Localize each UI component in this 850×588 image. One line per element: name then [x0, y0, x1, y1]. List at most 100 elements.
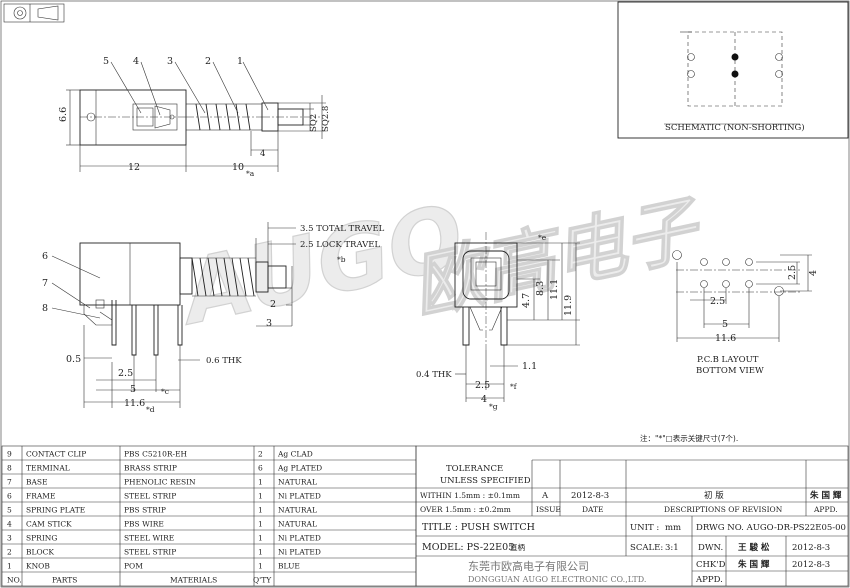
chkd-date: 2012-8-3	[792, 560, 830, 570]
dim-pitch-25: 2.5	[118, 368, 133, 379]
table-cell-part: SPRING PLATE	[26, 506, 85, 515]
callout-2: 2	[205, 56, 211, 67]
callout-8: 8	[42, 303, 48, 314]
table-cell-finish: Ni PLATED	[278, 492, 321, 501]
table-cell-qty: 6	[258, 464, 263, 473]
chkd-label: CHK'D	[696, 560, 726, 570]
table-cell-part: CAM STICK	[26, 520, 72, 529]
table-cell-material: STEEL WIRE	[124, 534, 174, 543]
dim-zero-five: 0.5	[66, 354, 81, 365]
table-cell-finish: NATURAL	[278, 520, 317, 529]
callout-5: 5	[103, 56, 109, 67]
table-cell-no: 6	[7, 492, 12, 501]
company-cn: 东莞市欧高电子有限公司	[468, 559, 589, 573]
dim-pitch-5-note: *c	[161, 387, 169, 396]
table-cell-qty: 1	[258, 478, 263, 487]
table-cell-finish: Ni PLATED	[278, 534, 321, 543]
dim-height: 6.6	[58, 107, 69, 122]
callout-6: 6	[42, 251, 48, 262]
dim-111: 11.1	[549, 279, 560, 300]
tolerance-within: WITHIN 1.5mm : ±0.1mm	[420, 491, 520, 500]
dim-note-f: *f	[510, 382, 518, 391]
dim-body: 12	[128, 162, 140, 173]
rev-appd: 朱 国 輝	[809, 490, 842, 501]
table-cell-material: STEEL STRIP	[124, 492, 176, 501]
drawing-number: DRWG NO. AUGO-DR-PS22E05-00	[696, 523, 846, 533]
table-cell-material: STEEL STRIP	[124, 548, 176, 557]
callout-7: 7	[42, 278, 48, 289]
descriptions-header: DESCRIPTIONS OF REVISION	[664, 505, 783, 514]
dim-thk04: 0.4 THK	[416, 370, 452, 380]
pcb-holes	[672, 250, 784, 296]
table-cell-finish: NATURAL	[278, 478, 317, 487]
projection-symbol-icon	[3, 3, 65, 23]
callout-4: 4	[133, 56, 139, 67]
dim-11: 1.1	[522, 361, 537, 372]
schematic-contacts	[687, 53, 783, 78]
title-text: TITLE : PUSH SWITCH	[422, 522, 535, 533]
dim-front-4: 4	[481, 394, 487, 405]
table-cell-qty: 1	[258, 520, 263, 529]
dim-47: 4.7	[521, 293, 532, 308]
table-cell-no: 4	[7, 520, 12, 529]
callout-1: 1	[237, 56, 243, 67]
table-cell-part: FRAME	[26, 492, 55, 501]
table-cell-material: PBS STRIP	[124, 506, 166, 515]
table-header-no: NO.	[7, 576, 22, 585]
table-cell-finish: NATURAL	[278, 506, 317, 515]
table-cell-no: 1	[7, 562, 12, 571]
dwn-label: DWN.	[698, 543, 723, 553]
watermark: AUGO 欧高电子	[168, 184, 710, 346]
model-cn: 直柄	[510, 542, 525, 552]
scale-value: 3:1	[665, 543, 679, 553]
title-block: TOLERANCE UNLESS SPECIFIED WITHIN 1.5mm …	[415, 445, 849, 587]
table-cell-part: SPRING	[26, 534, 57, 543]
table-cell-qty: 1	[258, 562, 263, 571]
tolerance-unless: UNLESS SPECIFIED	[440, 476, 531, 486]
table-cell-material: POM	[124, 562, 143, 571]
table-header-material: MATERIALS	[170, 576, 217, 585]
dim-119: 11.9	[563, 295, 574, 316]
pcb-dim-h5: 5	[722, 319, 728, 330]
dim-thk: 0.6 THK	[206, 356, 242, 366]
table-cell-finish: Ag PLATED	[277, 464, 322, 473]
table-cell-part: TERMINAL	[26, 464, 70, 473]
table-cell-finish: Ag CLAD	[277, 450, 313, 459]
dwn-name: 王 駿 松	[738, 542, 770, 553]
pcb-dim-h25: 2.5	[710, 296, 725, 307]
table-cell-material: PBS C5210R-EH	[124, 450, 188, 459]
company-en: DONGGUAN AUGO ELECTRONIC CO.,LTD.	[468, 575, 646, 584]
table-cell-part: BLOCK	[26, 548, 54, 557]
table-cell-qty: 1	[258, 548, 263, 557]
pcb-dim-v4: 4	[808, 270, 819, 276]
dim-lock-travel: 2.5 LOCK TRAVEL	[300, 240, 381, 250]
dim-width-116: 11.6	[124, 398, 145, 409]
dim-total-travel: 3.5 TOTAL TRAVEL	[300, 224, 385, 234]
appd2-label: APPD.	[695, 575, 723, 585]
dim-note-g: *g	[489, 402, 498, 411]
issue-header: ISSUE	[536, 505, 561, 514]
schematic-label: SCHEMATIC (NON-SHORTING)	[665, 122, 805, 133]
dim-sq28: SQ2.8	[321, 106, 331, 132]
table-header-part: PARTS	[52, 576, 77, 585]
table-cell-part: BASE	[26, 478, 48, 487]
key-dimension-note: 注："*"□表示关键尺寸(7个).	[640, 433, 738, 443]
chkd-name: 朱 国 輝	[737, 559, 770, 570]
table-cell-qty: 1	[258, 506, 263, 515]
pcb-layout: 2.5 4 2.5 5 11.6 P.C.B LAYOUT BOTTOM VIE…	[672, 250, 819, 376]
dim-front-25: 2.5	[475, 380, 490, 391]
rev-desc: 初 版	[704, 490, 724, 501]
dim-note-e: *e	[538, 233, 547, 242]
pcb-dim-v25: 2.5	[787, 265, 798, 280]
dim-width-116-note: *d	[146, 405, 155, 414]
date-header: DATE	[582, 505, 604, 514]
table-cell-qty: 1	[258, 534, 263, 543]
dim-pitch-5: 5	[130, 384, 136, 395]
top-view: 5 4 3 2 1 6.6 12 10 *a 4 SQ2 SQ2.8	[58, 56, 331, 178]
table-header-qty: Q'TY	[253, 576, 272, 585]
table-cell-material: BRASS STRIP	[124, 464, 177, 473]
dim-travel-note: *b	[337, 255, 346, 264]
